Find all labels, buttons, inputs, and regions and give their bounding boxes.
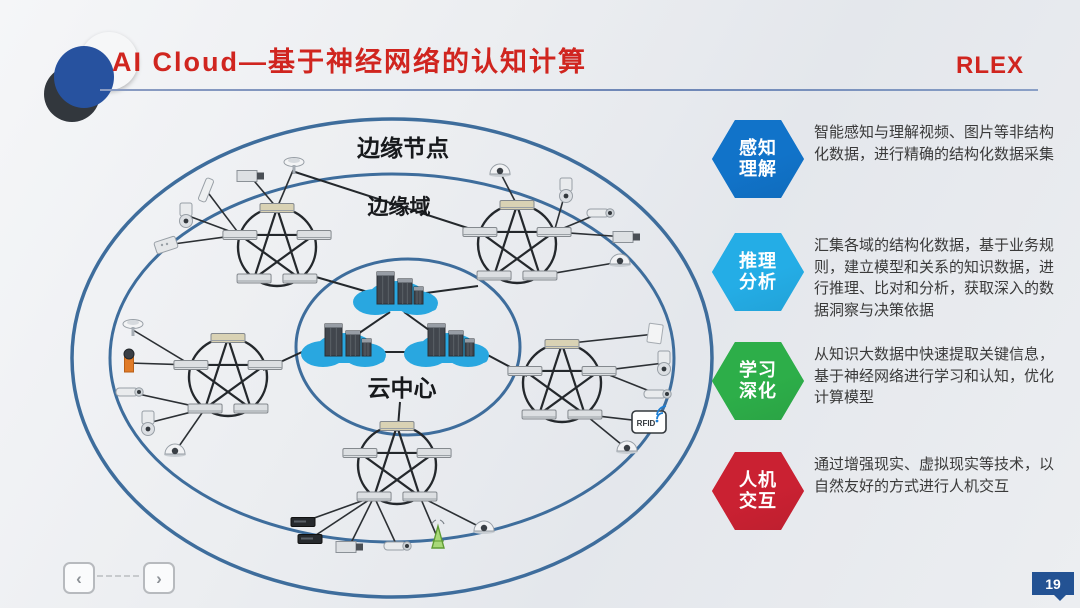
- brand-text: RLEX: [955, 52, 1024, 79]
- dome-camera-icon: [609, 253, 631, 267]
- rfid-label: RFID: [637, 419, 656, 428]
- dome-camera-icon: [616, 440, 638, 454]
- inner-ring: [294, 257, 522, 437]
- box-camera-icon: [612, 231, 640, 243]
- next-slide-button[interactable]: ›: [143, 562, 175, 594]
- feature-perception: 感知 理解 智能感知与理解视频、图片等非结构化数据，进行精确的结构化数据采集: [712, 120, 1062, 198]
- feature-description: 通过增强现实、虚拟现实等技术，以自然友好的方式进行人机交互: [814, 456, 1055, 495]
- ptz-camera-icon: [559, 177, 573, 203]
- dome-camera-icon: [473, 520, 495, 534]
- feature-description: 智能感知与理解视频、图片等非结构化数据，进行精确的结构化数据采集: [814, 124, 1055, 163]
- edge-node-cluster: [507, 339, 617, 424]
- gps-dome-icon: [283, 157, 305, 174]
- network-link: [294, 171, 481, 233]
- prev-slide-button[interactable]: ‹: [63, 562, 95, 594]
- hexagon-badge: 人机 交互: [712, 452, 804, 530]
- device-link: [276, 167, 295, 209]
- edge-node-cluster: [462, 200, 572, 285]
- hexagon-badge: 学习 深化: [712, 342, 804, 420]
- network-link: [425, 285, 479, 294]
- badge-label: 学习: [739, 360, 777, 380]
- bullet-camera-icon: [115, 387, 144, 397]
- edge-node-cluster: [222, 203, 332, 288]
- device-link: [348, 496, 375, 548]
- device-link: [373, 496, 398, 547]
- feature-description: 从知识大数据中快速提取关键信息，基于神经网络进行学习和认知，优化计算模型: [814, 346, 1055, 406]
- hexagon-badge: 推理 分析: [712, 233, 804, 311]
- nvr-box-icon: [297, 534, 323, 544]
- device-link: [132, 329, 192, 366]
- box-camera-icon: [236, 170, 264, 182]
- access-point-icon: [646, 322, 664, 345]
- bullet-camera-icon: [383, 541, 412, 551]
- badge-label: 感知: [739, 138, 777, 158]
- network-link: [315, 276, 369, 293]
- device-link: [309, 495, 375, 540]
- cloud-server: [301, 323, 386, 367]
- antenna-panel-icon: [198, 177, 214, 203]
- feature-description: 汇集各域的结构化数据，基于业务规则，建立模型和关系的知识数据，进行推理、比对和分…: [814, 237, 1055, 319]
- cloud-server: [353, 271, 438, 315]
- cloud-center-label: 云中心: [368, 375, 437, 401]
- page-title: AI Cloud—基于神经网络的认知计算: [112, 47, 587, 77]
- nav-dashed-connector: [97, 575, 139, 577]
- badge-label: 理解: [739, 159, 777, 179]
- edge-node-cluster: [342, 421, 452, 506]
- keypad-device-icon: [153, 235, 179, 255]
- feature-interaction: 人机 交互 通过增强现实、虚拟现实等技术，以自然友好的方式进行人机交互: [712, 452, 1062, 530]
- badge-label: 分析: [739, 272, 777, 292]
- device-link: [419, 496, 439, 540]
- nvr-box-icon: [290, 517, 316, 527]
- feature-learning: 学习 深化 从知识大数据中快速提取关键信息，基于神经网络进行学习和认知，优化计算…: [712, 342, 1062, 420]
- gps-dome-icon: [122, 319, 144, 336]
- title-divider: [100, 89, 1038, 91]
- badge-label: 推理: [739, 251, 777, 271]
- page-number: 19: [1045, 575, 1061, 592]
- radio-tower-icon: [431, 519, 445, 549]
- bullet-camera-icon: [643, 389, 672, 399]
- ptz-camera-icon: [179, 202, 193, 228]
- ptz-camera-icon: [141, 410, 155, 436]
- ptz-camera-icon: [657, 350, 671, 376]
- bullet-camera-icon: [586, 208, 615, 218]
- edge-nodes-label: 边缘节点: [357, 135, 449, 161]
- mounted-camera-icon: [123, 348, 135, 373]
- cloud-server: [404, 323, 489, 367]
- box-camera-icon: [335, 541, 363, 553]
- feature-reasoning: 推理 分析 汇集各域的结构化数据，基于业务规则，建立模型和关系的知识数据，进行推…: [712, 233, 1062, 321]
- dome-camera-icon: [164, 443, 186, 457]
- page-number-badge: 19: [1032, 572, 1074, 601]
- badge-label: 人机: [739, 470, 777, 490]
- logo-circle-blue: [54, 46, 114, 108]
- device-link: [205, 189, 241, 236]
- device-link: [419, 495, 485, 530]
- outer-ring: [70, 117, 714, 599]
- device-link: [499, 171, 518, 206]
- edge-domain-label: 边缘域: [368, 195, 431, 219]
- badge-label: 深化: [739, 381, 777, 401]
- feature-list: 感知 理解 智能感知与理解视频、图片等非结构化数据，进行精确的结构化数据采集 推…: [712, 0, 1072, 608]
- rfid-reader-icon: RFID: [631, 405, 667, 434]
- dome-camera-icon: [489, 163, 511, 177]
- edge-node-cluster: [173, 333, 283, 418]
- brand-circles-logo: [36, 24, 138, 128]
- hexagon-badge: 感知 理解: [712, 120, 804, 198]
- badge-label: 交互: [739, 491, 777, 511]
